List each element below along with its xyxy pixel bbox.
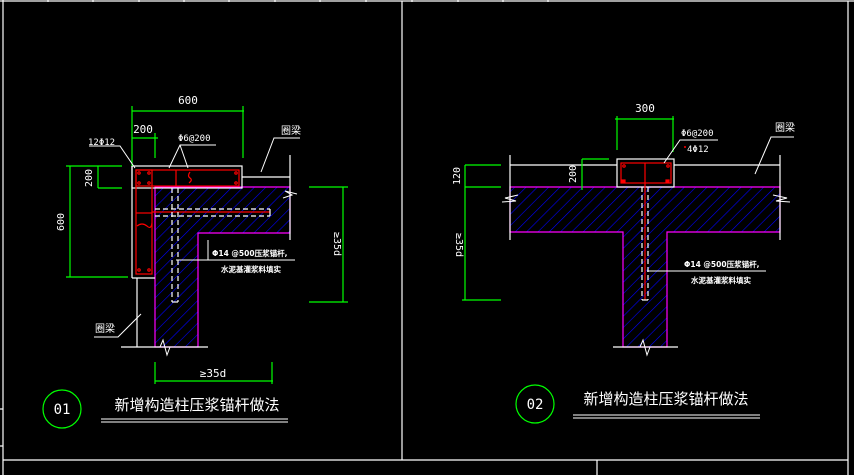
detail-02-stirrups-label: Φ6@200 bbox=[681, 129, 714, 139]
detail-01-stirrups-label: Φ6@200 bbox=[178, 134, 211, 144]
detail-01-dimensions bbox=[66, 106, 348, 384]
detail-02-dim-top: 300 bbox=[635, 102, 655, 115]
detail-02-dim-slab: 120 bbox=[452, 167, 463, 185]
detail-02-main-bars-label: 4Φ12 bbox=[687, 145, 709, 155]
detail-01-dim-left-partial: 200 bbox=[84, 169, 95, 187]
detail-01-anchor-bolts bbox=[155, 188, 270, 302]
detail-02: 300 Φ6@200 4Φ12 圈梁 200 120 ≥35d Φ14 @500… bbox=[452, 102, 795, 424]
detail-02-anchor-label-1: Φ14 @500压浆锚杆, bbox=[684, 259, 760, 269]
detail-01-anchor-label-2: 水泥基灌浆料填实 bbox=[221, 264, 281, 274]
detail-02-dim-beam-height: 200 bbox=[568, 165, 579, 183]
detail-02-ring-beam-label: 圈梁 bbox=[775, 121, 795, 134]
detail-01-dim-right: ≥35d bbox=[331, 232, 342, 256]
detail-01-number: 01 bbox=[54, 402, 71, 418]
detail-02-rebar-cage bbox=[620, 162, 672, 300]
detail-02-anchor-label-2: 水泥基灌浆料填实 bbox=[691, 275, 751, 285]
detail-01-main-bars-label: 12Φ12 bbox=[88, 138, 115, 148]
detail-02-dim-left: ≥35d bbox=[453, 233, 464, 257]
detail-01-dim-top-partial: 200 bbox=[133, 123, 153, 136]
detail-02-anchor-bolt bbox=[641, 187, 649, 300]
detail-01-anchor-label-1: Φ14 @500压浆锚杆, bbox=[212, 248, 288, 258]
detail-01-dim-left-overall: 600 bbox=[56, 213, 67, 231]
detail-01: 600 200 12Φ12 Φ6@200 圈梁 200 600 ≥35d Φ14… bbox=[42, 94, 348, 429]
detail-01-dim-top-overall: 600 bbox=[178, 94, 198, 107]
detail-02-dimensions bbox=[462, 116, 674, 301]
detail-01-dim-bottom: ≥35d bbox=[200, 367, 227, 380]
detail-02-title: 新增构造柱压浆锚杆做法 bbox=[583, 390, 748, 408]
detail-01-ring-beam-label-top: 圈梁 bbox=[281, 124, 301, 137]
detail-02-number: 02 bbox=[527, 397, 544, 413]
detail-02-marker-circle bbox=[515, 384, 555, 424]
detail-01-title: 新增构造柱压浆锚杆做法 bbox=[114, 396, 279, 414]
detail-01-ring-beam-label-bottom: 圈梁 bbox=[95, 322, 115, 335]
detail-01-marker-circle bbox=[42, 389, 82, 429]
detail-01-rebar-cage bbox=[135, 169, 270, 275]
